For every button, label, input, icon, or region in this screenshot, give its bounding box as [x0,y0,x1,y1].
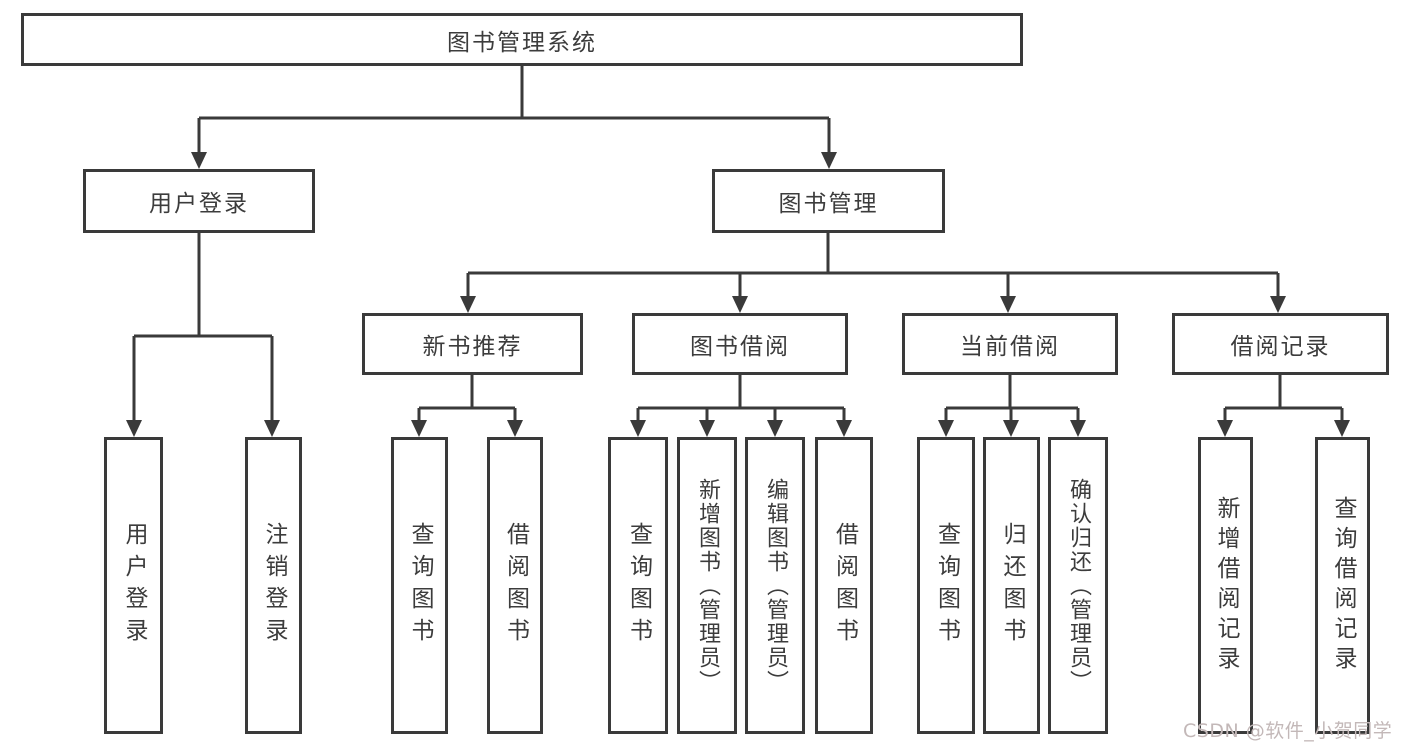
node-label: 图书管理系统 [447,29,597,56]
node-label: 借阅图书 [502,521,529,650]
arrowhead-icon [732,296,748,313]
node-label: 新增借阅记录 [1213,495,1239,676]
arrowhead-icon [460,296,476,313]
node-label: 查询图书 [407,521,433,650]
arrowhead-icon [836,420,852,437]
arrowhead-icon [767,420,783,437]
leaf-add-borrow-record: 新增借阅记录 [1198,437,1253,734]
arrowhead-icon [1217,420,1233,437]
leaf-return-book: 归还图书 [983,437,1040,734]
node-label: 当前借阅 [960,334,1060,360]
connector-new-book [417,375,517,423]
leaf-borrow-books-recommend: 借阅图书 [487,437,543,734]
node-label: 查询图书 [933,521,960,650]
node-label: 确认归还（管理员） [1066,477,1091,694]
node-label: 新增图书（管理员） [695,477,720,694]
node-new-book-recommend: 新书推荐 [362,313,583,375]
node-label: 查询借阅记录 [1330,495,1356,676]
arrowhead-icon [1070,420,1086,437]
leaf-logout: 注销登录 [245,437,302,734]
csdn-watermark: CSDN @软件_小贺同学 [1183,720,1393,742]
leaf-query-books-recommend: 查询图书 [391,437,448,734]
node-root: 图书管理系统 [21,13,1023,66]
leaf-borrow-books: 借阅图书 [815,437,873,734]
leaf-query-books-borrow: 查询图书 [608,437,668,734]
leaf-confirm-return-admin: 确认归还（管理员） [1048,437,1108,734]
arrowhead-icon [1000,296,1016,313]
node-label: 归还图书 [999,521,1025,650]
arrowhead-icon [1334,420,1350,437]
leaf-add-book-admin: 新增图书（管理员） [677,437,737,734]
node-label: 借阅图书 [831,521,858,650]
arrowhead-icon [1270,296,1286,313]
node-current-borrow: 当前借阅 [902,313,1118,375]
arrowhead-icon [630,420,646,437]
arrowhead-icon [411,420,427,437]
node-label: 查询图书 [625,521,652,650]
leaf-user-login: 用户登录 [104,437,163,734]
node-user-login: 用户登录 [83,169,315,233]
arrowheads [126,152,1350,437]
node-label: 借阅记录 [1230,334,1331,360]
node-book-management: 图书管理 [712,169,945,233]
node-label: 图书管理 [778,191,879,217]
arrowhead-icon [264,420,280,437]
node-book-borrow: 图书借阅 [632,313,848,375]
arrowhead-icon [938,420,954,437]
arrowhead-icon [1003,420,1019,437]
node-label: 新书推荐 [422,334,523,360]
connector-borrow-records [1223,375,1344,423]
leaf-query-books-current: 查询图书 [917,437,975,734]
arrowhead-icon [507,420,523,437]
node-label: 注销登录 [261,521,287,650]
node-label: 编辑图书（管理员） [763,477,788,694]
node-label: 用户登录 [121,521,147,650]
connector-root [197,66,831,155]
leaf-query-borrow-record: 查询借阅记录 [1315,437,1370,734]
arrowhead-icon [191,152,207,169]
node-label: 图书借阅 [690,334,790,360]
arrowhead-icon [821,152,837,169]
arrowhead-icon [699,420,715,437]
node-borrow-records: 借阅记录 [1172,313,1389,375]
connector-book-borrow [636,375,846,423]
arrowhead-icon [126,420,142,437]
connector-current-borrow [944,375,1080,423]
node-label: 用户登录 [149,191,249,217]
connector-book-management [466,233,1280,299]
connector-user-login [132,233,274,423]
leaf-edit-book-admin: 编辑图书（管理员） [745,437,805,734]
